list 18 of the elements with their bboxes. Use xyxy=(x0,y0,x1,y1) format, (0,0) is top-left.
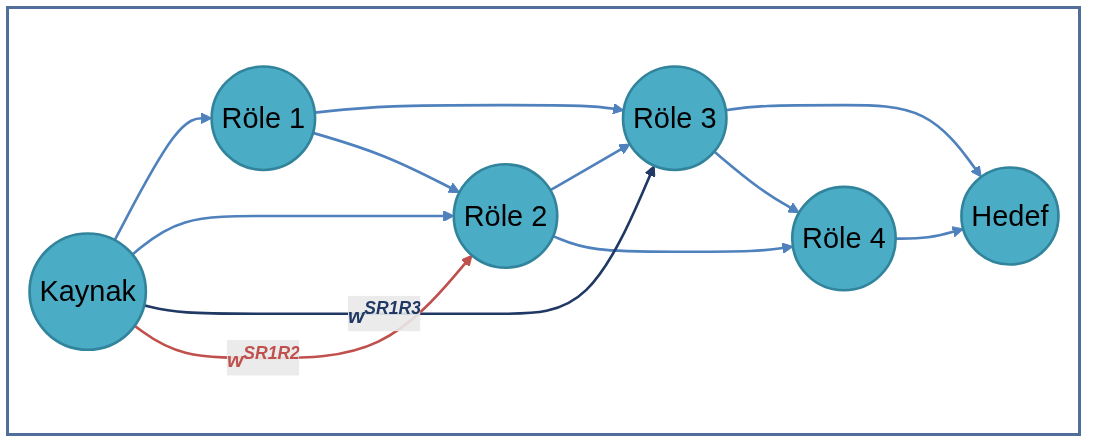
edge-label: w$^{SR1R3}$ xyxy=(347,298,421,327)
arrow xyxy=(312,131,460,193)
arrow xyxy=(725,103,982,178)
node-circle: Röle 4 xyxy=(790,185,897,292)
node-circle: Kaynak xyxy=(27,231,147,351)
arrow xyxy=(895,225,964,240)
arrow xyxy=(113,112,212,241)
arrow xyxy=(314,102,624,115)
arrow xyxy=(549,143,630,191)
node-circle: Röle 3 xyxy=(621,64,728,171)
edge-label: w$^{SR1R2}$ xyxy=(226,342,300,371)
arrow xyxy=(133,254,472,360)
node-circle: Röle 1 xyxy=(209,64,316,171)
arrow xyxy=(131,209,454,256)
node-circle: Röle 2 xyxy=(452,162,559,269)
arrow xyxy=(712,150,800,213)
arrow xyxy=(552,234,793,254)
node-circle: Hedef xyxy=(959,165,1060,266)
